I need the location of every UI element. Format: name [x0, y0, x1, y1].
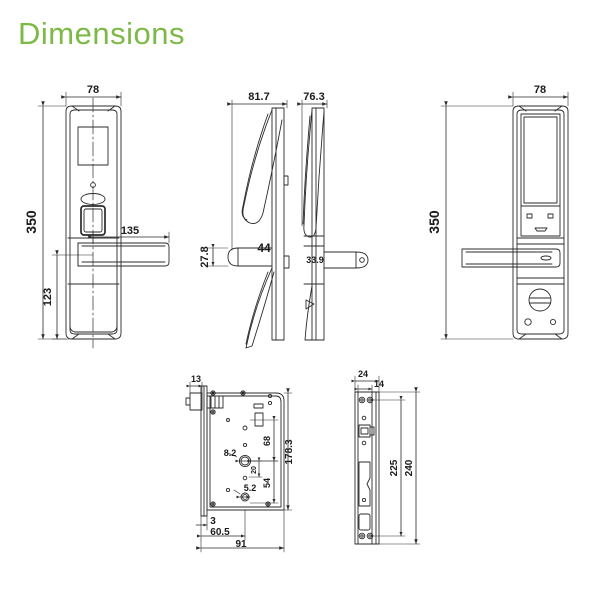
dim-mortise-offset: 20: [251, 466, 258, 474]
dim-front-height: 350: [23, 210, 39, 234]
dim-mortise-lowerhole: 5.2: [244, 483, 257, 493]
dim-mortise-faceplate: 13: [191, 374, 201, 384]
dim-faceplate-holes: 225: [389, 459, 400, 476]
dim-mortise-lower: 54: [262, 478, 272, 488]
dim-faceplate-width: 24: [358, 369, 368, 379]
dim-mortise-spindle: 8.2: [224, 448, 237, 458]
view-front-elevation: [37, 91, 170, 349]
dim-front-width: 78: [87, 84, 99, 96]
view-side-exterior: [207, 99, 290, 349]
dim-mortise-depth: 91: [235, 539, 247, 550]
view-rear-elevation: [440, 91, 569, 340]
dim-mortise-backset: 60.5: [210, 527, 230, 538]
dimension-labels: 78 350 135 123 81.7 27.8 44 76.3 33.9 78…: [23, 84, 546, 550]
dim-side-ext-offset: 44: [257, 241, 271, 255]
view-mortise-body: [185, 381, 293, 553]
dim-front-handle: 135: [121, 225, 139, 237]
dim-side-ext-handle-thickness: 27.8: [199, 246, 211, 267]
view-faceplate: [351, 375, 421, 545]
dim-rear-height: 350: [426, 210, 442, 234]
dim-mortise-upper: 68: [262, 436, 272, 446]
dim-front-lower: 123: [42, 288, 54, 306]
dim-side-int-body: 33.9: [306, 255, 324, 265]
dim-mortise-step: 3: [210, 516, 216, 527]
page-title: Dimensions: [18, 16, 185, 51]
dim-side-ext-depth: 81.7: [248, 91, 269, 103]
view-side-interior: [297, 99, 369, 341]
dim-side-int-depth: 76.3: [303, 91, 324, 103]
dim-faceplate-length: 240: [404, 459, 415, 476]
dim-rear-width: 78: [534, 84, 546, 96]
dim-faceplate-inner: 14: [374, 379, 384, 389]
dim-mortise-height: 178.3: [284, 439, 295, 464]
